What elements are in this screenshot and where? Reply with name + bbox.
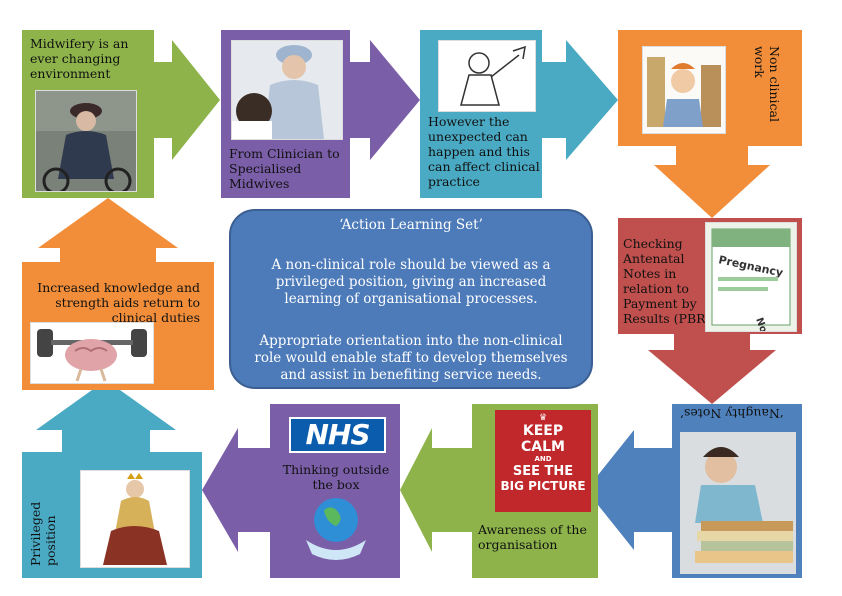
poster-line-2: CALM (521, 439, 565, 455)
center-paragraph-2: Appropriate orientation into the non-cli… (254, 333, 568, 383)
box7-text: Awareness of the organisation (478, 522, 587, 552)
box9-text: Privileged position (28, 501, 58, 566)
box5-text: Checking Antenatal Notes in relation to … (623, 236, 711, 326)
center-paragraph-1: A non-clinical role should be viewed as … (271, 257, 551, 307)
poster-line-1: KEEP (522, 423, 564, 439)
queen-portrait (80, 470, 190, 568)
midwife-cycling-photo (35, 90, 137, 192)
poster-line-4: SEE THE (512, 464, 574, 479)
box1-text: Midwifery is an ever changing environmen… (30, 36, 129, 81)
globe-hands-image (300, 490, 372, 564)
notes-stack-photo (680, 432, 796, 574)
center-title: ‘Action Learning Set’ (339, 217, 483, 233)
clinician-photo (231, 40, 343, 140)
nhs-logo: NHS (289, 417, 386, 453)
paperwork-photo (642, 46, 726, 134)
box3-text: However the unexpected can happen and th… (428, 114, 540, 189)
keep-calm-poster: ♛ KEEP CALM AND SEE THE BIG PICTURE (495, 410, 591, 512)
pregnancy-notes-photo: Pregnancy Notes (705, 222, 797, 332)
brain-weights-image (30, 322, 154, 384)
box4-text: Non clinical work (752, 46, 782, 122)
action-learning-set-box: ‘Action Learning Set’ A non-clinical rol… (229, 209, 593, 389)
box6-text: ‘Naughty Notes’ (680, 406, 784, 421)
crown-icon: ♛ (538, 413, 548, 423)
box8-text: Thinking outside the box (282, 462, 390, 492)
poster-line-5: BIG PICTURE (500, 479, 586, 493)
box10-text: Increased knowledge and strength aids re… (37, 280, 200, 325)
cartoon-photo (438, 40, 536, 112)
poster-line-3: AND (534, 455, 552, 463)
box2-text: From Clinician to Specialised Midwives (229, 146, 340, 191)
